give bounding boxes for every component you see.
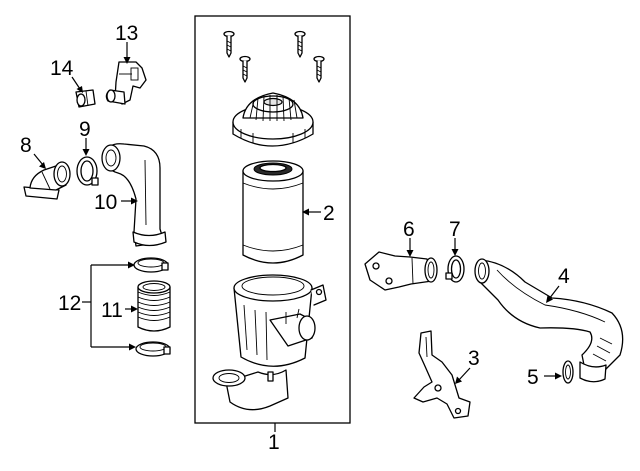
outlet-duct-4 (474, 258, 624, 383)
screw (239, 55, 251, 83)
hose-clamp-12-upper (133, 257, 169, 273)
hose-clamp-7 (445, 255, 465, 283)
outlet-adapter-6 (364, 251, 438, 291)
air-cleaner-housing (212, 274, 327, 411)
callout-8: 8 (20, 134, 32, 157)
hose-clamp-9 (76, 156, 99, 186)
hose-clamp-12-lower (135, 341, 171, 357)
leader-lines (33, 42, 562, 384)
callout-14: 14 (50, 57, 74, 80)
seal-ring-5 (562, 360, 574, 384)
callout-12: 12 (58, 292, 81, 315)
bracket-13 (105, 61, 147, 105)
intake-duct-10 (101, 143, 167, 247)
screws (223, 30, 325, 83)
callout-13: 13 (115, 22, 138, 45)
elbow-adapter-8 (23, 161, 71, 200)
air-cleaner-cover (232, 92, 314, 147)
callout-7: 7 (449, 218, 461, 241)
callout-3: 3 (468, 347, 480, 370)
callout-9: 9 (79, 118, 91, 141)
callout-4: 4 (558, 265, 570, 288)
screw (223, 30, 235, 58)
callout-5: 5 (527, 366, 539, 389)
screw (294, 30, 306, 58)
assembly-frame (194, 15, 351, 424)
callout-labels: 1 2 3 4 5 6 7 8 9 10 11 12 13 14 (20, 22, 570, 454)
callout-6: 6 (403, 218, 415, 241)
connector-14 (75, 89, 96, 108)
callout-10: 10 (94, 191, 117, 214)
screw (313, 55, 325, 83)
callout-1: 1 (268, 431, 280, 454)
support-bracket-3 (413, 330, 471, 419)
callout-11: 11 (101, 299, 123, 322)
air-filter-element (242, 160, 304, 264)
bellows-hose-11 (137, 280, 171, 332)
callout-2: 2 (323, 202, 335, 225)
